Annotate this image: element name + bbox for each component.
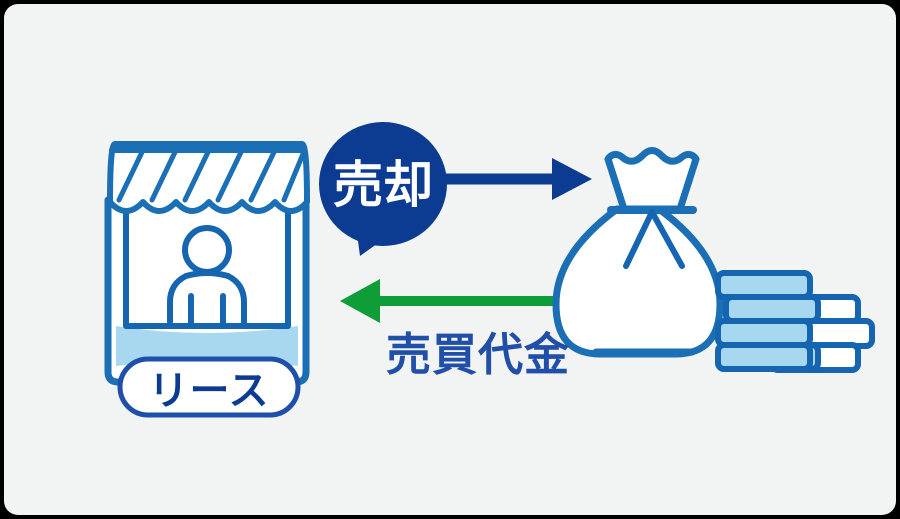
money-bag-string-right <box>649 209 685 269</box>
coin-blue-3 <box>715 318 813 348</box>
awning-fold-1 <box>116 145 147 203</box>
awning-body <box>107 141 310 214</box>
coin-stack-left <box>715 270 821 372</box>
person-right-arm <box>225 273 247 325</box>
coin-blue-5 <box>715 342 813 372</box>
money-bag-body <box>552 205 724 358</box>
sale-callout-label: 売却 <box>333 156 433 214</box>
callout-bubble-shape <box>319 122 447 246</box>
coin-blue-2 <box>723 294 821 324</box>
store-doorway-frame <box>123 209 291 329</box>
person-left-arm <box>167 273 189 325</box>
money-bag-icon <box>552 147 724 358</box>
lease-badge <box>117 356 301 418</box>
lease-badge-shape <box>117 356 301 418</box>
money-bag-neck <box>604 147 700 213</box>
store-awning-icon <box>107 141 310 214</box>
money-bag-string-left <box>623 209 655 269</box>
arrow-payment-head <box>340 279 380 323</box>
diagram-svg: 売却 リース 売買代金 <box>104 122 875 418</box>
arrow-sale-head <box>552 158 592 200</box>
awning-fold-5 <box>248 145 279 203</box>
diagram-canvas: 売却 リース 売買代金 Sale and leaseback diagram <box>4 4 896 515</box>
person-shoulders <box>183 270 231 279</box>
arrow-sale-right <box>428 158 592 200</box>
awning-fold-6 <box>281 151 306 203</box>
sale-callout-bubble <box>319 122 447 256</box>
awning-fold-2 <box>149 145 180 203</box>
lease-badge-label: リース <box>149 368 270 414</box>
store-floor-band <box>116 326 298 366</box>
person-head-icon <box>182 225 232 275</box>
awning-fold-3 <box>182 145 213 203</box>
coin-blue-1 <box>715 270 813 300</box>
purchase-price-label: 売買代金 <box>386 328 570 381</box>
callout-bubble-tail <box>356 226 388 256</box>
store-icon <box>104 141 310 386</box>
awning-fold-4 <box>215 145 246 203</box>
diagram-scene: 売却 リース 売買代金 Sale and leaseback diagram <box>4 4 896 515</box>
arrow-payment-left <box>340 279 574 323</box>
